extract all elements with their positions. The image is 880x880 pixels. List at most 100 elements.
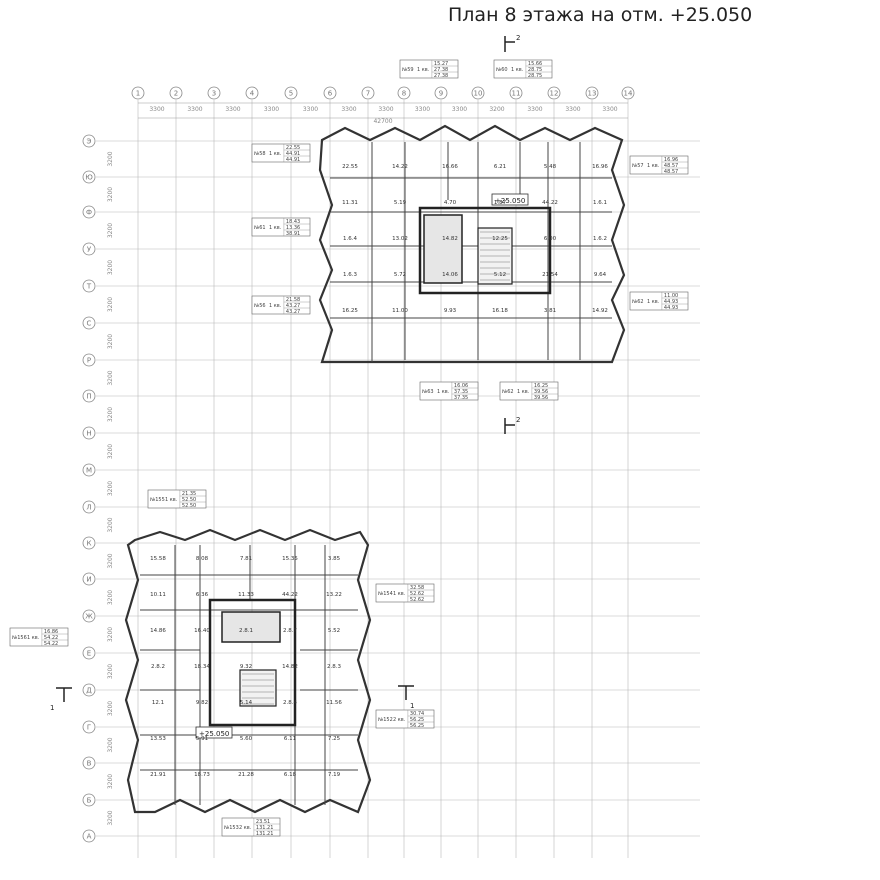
lower-elevation-mark: +25.050 bbox=[199, 730, 229, 738]
room-area-label: 3.81 bbox=[544, 308, 556, 314]
row-axis-bubble bbox=[82, 389, 96, 403]
room-area-label: 5.72 bbox=[394, 272, 406, 278]
column-axis-label: 11 bbox=[512, 90, 521, 98]
unit-area-sum: 44.91 bbox=[286, 157, 300, 163]
room-area-label: 1.6.3 bbox=[343, 272, 357, 278]
row-axis-label: П bbox=[86, 393, 91, 401]
column-axis-label: 12 bbox=[550, 90, 559, 98]
column-axis-label: 13 bbox=[588, 90, 597, 98]
unit-area-total: 54.22 bbox=[44, 635, 58, 641]
lower-elevator-shaft bbox=[221, 611, 281, 643]
unit-number: №62 bbox=[502, 389, 514, 395]
row-axis-label: Ю bbox=[85, 174, 93, 182]
row-axis-label: Ф bbox=[86, 209, 92, 217]
column-axis-bubble bbox=[207, 86, 221, 100]
row-axis-bubbles: Э3200Ю3200Ф3200У3200Т3200С3200Р3200П3200… bbox=[82, 134, 114, 843]
column-spacing-dimension: 3300 bbox=[565, 106, 580, 113]
row-spacing-dimension: 3200 bbox=[107, 334, 114, 349]
unit-area-total: 39.56 bbox=[534, 389, 548, 395]
unit-area-total: 37.35 bbox=[454, 389, 468, 395]
unit-area-living: 16.96 bbox=[664, 157, 678, 163]
column-spacing-dimension: 3300 bbox=[264, 106, 279, 113]
unit-area-sum: 38.91 bbox=[286, 231, 300, 237]
section-mark-1-left bbox=[56, 687, 72, 702]
row-axis-label: Ж bbox=[85, 613, 93, 621]
row-axis-bubble bbox=[82, 205, 96, 219]
room-area-label: 11.00 bbox=[392, 308, 408, 314]
unit-area-sum: 48.57 bbox=[664, 169, 678, 175]
unit-area-living: 15.27 bbox=[434, 61, 448, 67]
unit-tag-box bbox=[399, 59, 459, 79]
row-axis-bubble bbox=[82, 500, 96, 514]
row-spacing-dimension: 3200 bbox=[107, 297, 114, 312]
unit-room-count: 2 кв. bbox=[393, 717, 406, 723]
row-spacing-dimension: 3200 bbox=[107, 810, 114, 825]
upper-core bbox=[418, 206, 552, 295]
unit-room-count: 1 кв. bbox=[417, 67, 430, 73]
upper-elevation-mark: +25.050 bbox=[495, 197, 525, 205]
row-spacing-dimension: 3200 bbox=[107, 737, 114, 752]
room-area-label: 6.00 bbox=[544, 236, 557, 242]
upper-stair-treads bbox=[480, 231, 510, 281]
row-axis-label: Е bbox=[87, 650, 91, 658]
column-axis-label: 3 bbox=[212, 90, 216, 98]
row-spacing-dimension: 3200 bbox=[107, 187, 114, 202]
column-axis-label: 10 bbox=[474, 90, 483, 98]
unit-area-sum: 56.25 bbox=[410, 723, 424, 729]
unit-number: №154 bbox=[378, 591, 393, 597]
unit-room-count: 1 кв. bbox=[647, 163, 660, 169]
unit-area-living: 30.74 bbox=[410, 711, 424, 717]
room-area-label: 14.06 bbox=[442, 272, 458, 278]
column-axis-bubble bbox=[621, 86, 635, 100]
row-axis-label: Б bbox=[87, 797, 92, 805]
room-area-label: 11.56 bbox=[326, 700, 342, 706]
unit-tag-box bbox=[251, 295, 311, 315]
room-area-label: 13.02 bbox=[392, 236, 408, 242]
unit-tag-box bbox=[419, 381, 479, 401]
column-axis-bubble bbox=[434, 86, 448, 100]
room-area-label: 3.85 bbox=[328, 556, 341, 562]
room-area-label: 12.1 bbox=[152, 700, 164, 706]
section-mark-1-right bbox=[398, 685, 414, 700]
section-label-2-bottom: 2 bbox=[516, 416, 520, 424]
row-axis-label: Г bbox=[87, 724, 91, 732]
row-axis-bubble bbox=[82, 316, 96, 330]
section-label-2-top: 2 bbox=[516, 34, 520, 42]
section-mark-2-bottom bbox=[504, 418, 515, 434]
room-area-label: 7.25 bbox=[328, 736, 341, 742]
unit-tag-box bbox=[251, 217, 311, 237]
unit-room-count: 1 кв. bbox=[269, 303, 282, 309]
row-axis-label: Л bbox=[86, 504, 91, 512]
unit-area-living: 11.00 bbox=[664, 293, 678, 299]
room-area-label: 21.91 bbox=[150, 772, 166, 778]
column-axis-label: 7 bbox=[366, 90, 370, 98]
room-area-label: 14.82 bbox=[442, 236, 458, 242]
room-area-label: 6.36 bbox=[196, 592, 209, 598]
row-axis-bubble bbox=[82, 463, 96, 477]
unit-tag-box bbox=[147, 489, 207, 509]
room-area-label: 6.21 bbox=[494, 164, 506, 170]
row-axis-bubble bbox=[82, 646, 96, 660]
room-area-label: 14.86 bbox=[150, 628, 166, 634]
unit-area-sum: 52.50 bbox=[182, 503, 196, 509]
unit-area-total: 52.50 bbox=[182, 497, 196, 503]
column-spacing-dimension: 3300 bbox=[378, 106, 393, 113]
row-spacing-dimension: 3200 bbox=[107, 481, 114, 496]
room-area-label: 44.22 bbox=[542, 200, 558, 206]
unit-room-count: 1 кв. bbox=[437, 389, 450, 395]
row-spacing-dimension: 3200 bbox=[107, 223, 114, 238]
unit-area-sum: 27.38 bbox=[434, 73, 448, 79]
column-spacing-dimension: 3300 bbox=[415, 106, 430, 113]
unit-area-living: 22.55 bbox=[286, 145, 300, 151]
unit-tag-box bbox=[9, 627, 69, 647]
row-spacing-dimension: 3200 bbox=[107, 370, 114, 385]
row-axis-bubble bbox=[82, 609, 96, 623]
upper-block-walls bbox=[330, 142, 612, 362]
column-axis-bubble bbox=[245, 86, 259, 100]
